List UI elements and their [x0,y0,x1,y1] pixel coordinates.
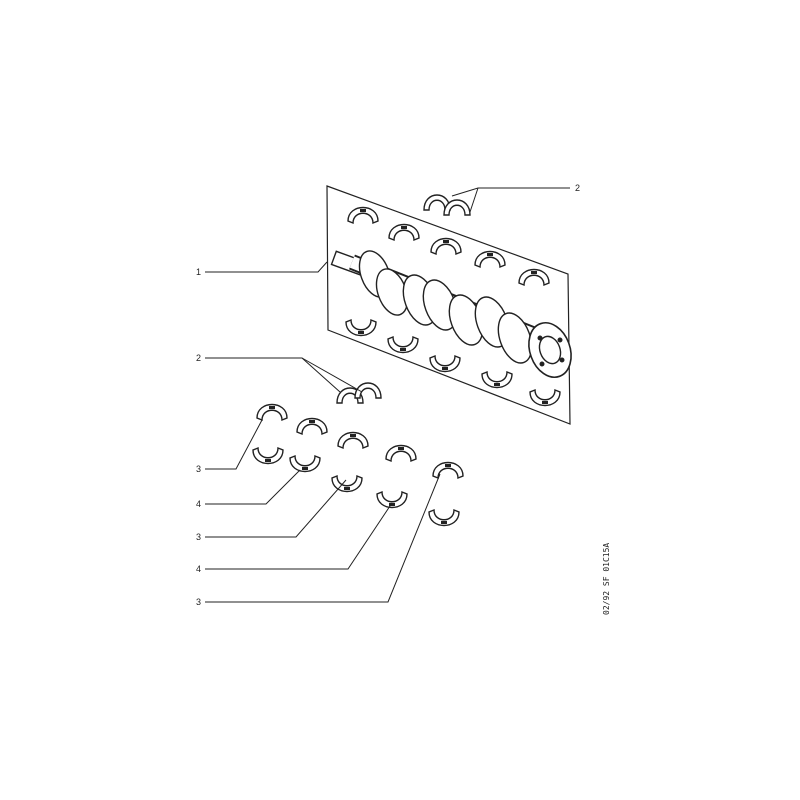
bearing-shell-icon [347,206,379,224]
thrust-washers-bottom [205,357,382,404]
callout-crankshaft: 1 [196,267,201,277]
callout-bearing-e: 3 [196,597,201,607]
callout-thrust-washers-bottom: 2 [196,353,201,363]
callout-bearing-a: 3 [196,464,201,474]
callout-bearing-d: 4 [196,564,201,574]
bearing-shell-icon [388,223,420,241]
bearing-shell-icon [289,455,321,473]
leader-lines [205,261,441,603]
bearing-shell-icon [432,461,464,479]
crankshaft-panel [326,185,571,425]
bearing-shell-icon [518,268,550,286]
bearing-shell-icon [428,509,460,527]
thrust-washers-top [423,187,570,216]
bearing-shell-icon [481,371,513,389]
bearing-shell-icon [337,431,369,449]
bearing-shell-icon [296,417,328,435]
callout-bearing-c: 3 [196,532,201,542]
crankshaft-icon [330,250,572,378]
bearing-shell-icon [529,389,561,407]
bearing-shell-icon [474,250,506,268]
bearing-shell-icon [252,447,284,465]
bearing-shell-icon [430,237,462,255]
bearing-shell-icon [385,444,417,462]
callout-bearing-b: 4 [196,499,201,509]
callout-thrust-washers-top: 2 [575,183,580,193]
bearing-shell-icon [331,475,363,493]
bearing-shell-icon [429,355,461,373]
bearing-shell-icon [345,319,377,337]
bearing-shell-icon [256,403,288,421]
bearing-shell-icon [376,491,408,509]
bearing-shell-icon [387,336,419,354]
bearing-set [252,403,464,527]
reference-code: 02/92 SF 01C15A [602,543,611,615]
